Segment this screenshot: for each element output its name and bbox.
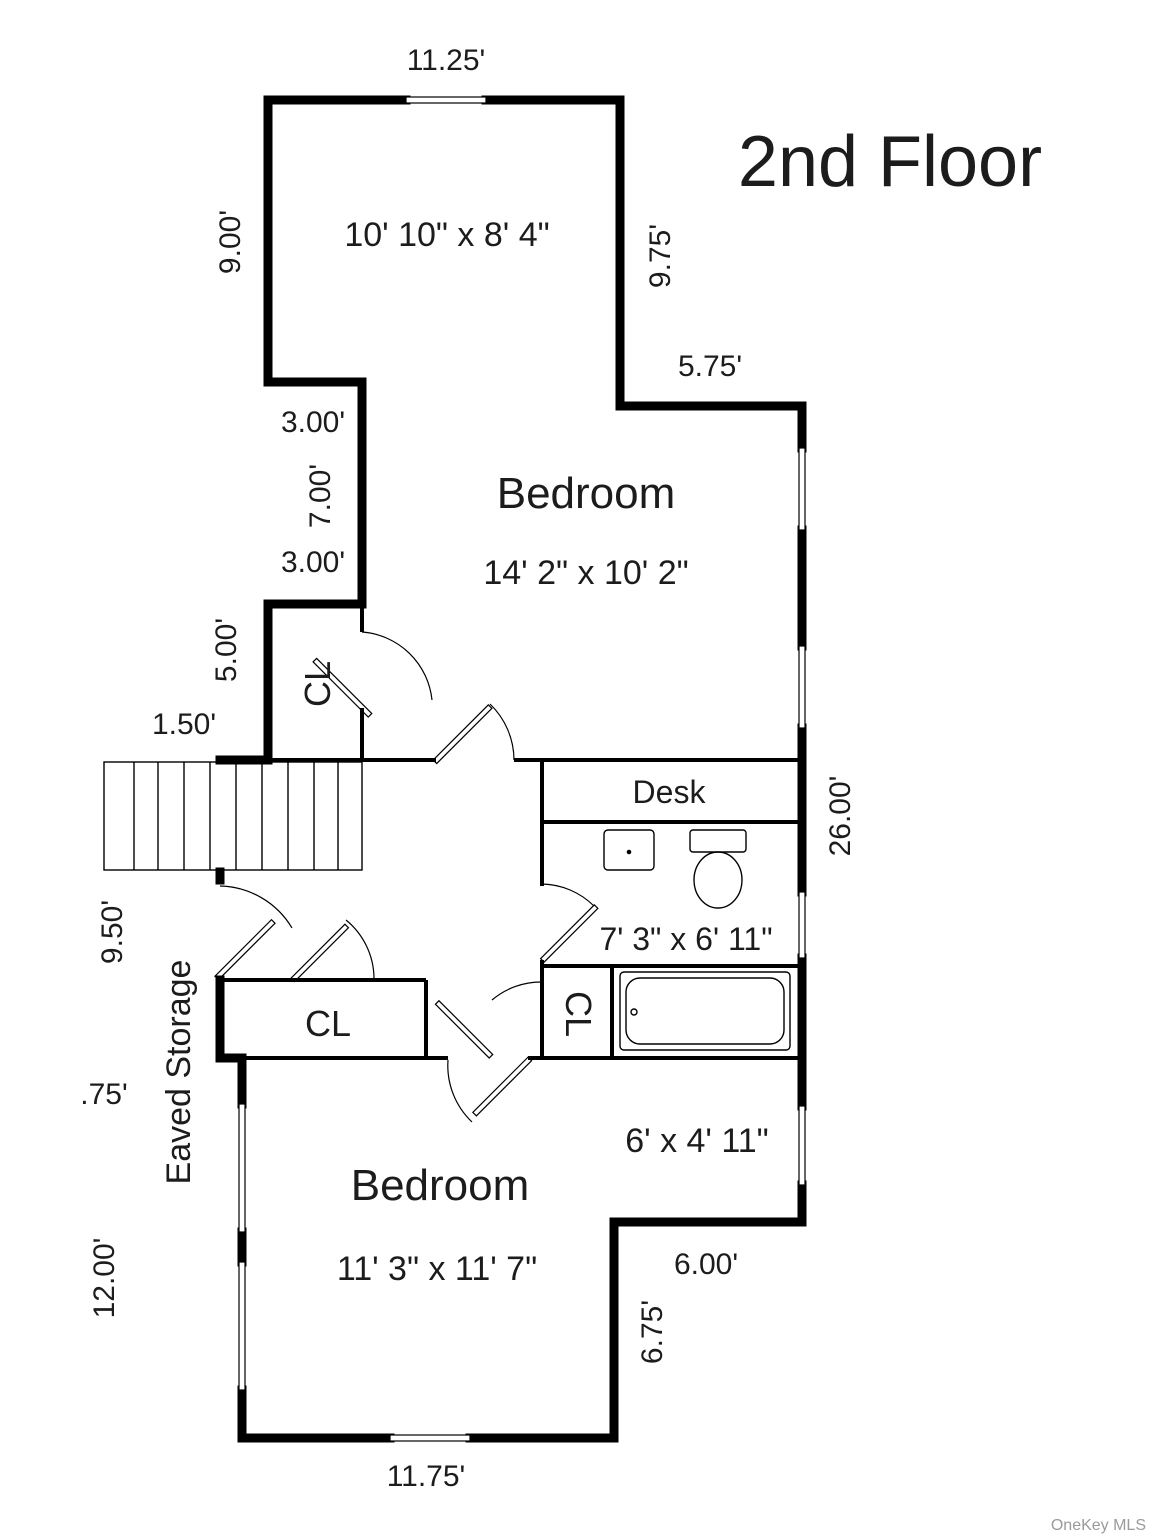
dim-closet-height: 5.00' — [210, 618, 243, 682]
windows — [238, 96, 806, 1442]
interior-walls — [220, 604, 802, 1060]
dim-eave-depth: .75' — [80, 1078, 127, 1111]
door-upper-bedroom — [432, 703, 515, 765]
window-left-2 — [238, 1261, 246, 1391]
upper-bedroom-size: 14' 2" x 10' 2" — [483, 554, 688, 592]
dim-lower-left-height: 12.00' — [88, 1238, 121, 1319]
upper-bedroom-name: Bedroom — [497, 469, 676, 518]
dim-left-jog-top: 3.00' — [281, 406, 345, 439]
wall-top — [215, 95, 411, 765]
dim-lower-right-height: 6.75' — [636, 1300, 669, 1364]
dim-lower-right-step: 6.00' — [674, 1248, 738, 1281]
dim-bottom-width: 11.75' — [387, 1460, 466, 1493]
window-left-1 — [238, 1103, 246, 1233]
door-bath — [539, 883, 599, 963]
window-right-2 — [798, 645, 806, 729]
wall-top-right — [481, 95, 807, 453]
door-lower-bedroom — [447, 1056, 533, 1123]
bath-size: 7' 3" x 6' 11" — [599, 921, 772, 957]
door-stair-storage — [214, 885, 293, 981]
dim-overall-length: 26.00' — [824, 776, 857, 857]
lower-bedroom-name: Bedroom — [351, 1161, 530, 1210]
upper-alcove-size: 10' 10" x 8' 4" — [344, 216, 549, 254]
toilet-bowl — [693, 851, 743, 909]
door-upper-closet — [312, 631, 433, 718]
wall-left-lower-2 — [215, 975, 247, 1109]
toilet-tank — [689, 829, 747, 853]
lower-alcove-size: 6' x 4' 11" — [625, 1122, 769, 1160]
dim-left-jog-height: 7.00' — [304, 464, 337, 528]
window-right-1 — [798, 447, 806, 531]
tub-drain — [630, 1008, 638, 1016]
doors — [214, 631, 599, 1123]
window-top — [405, 96, 487, 104]
bathtub — [619, 971, 791, 1051]
bath-fixtures — [603, 829, 791, 1051]
desk-label: Desk — [633, 774, 707, 810]
door-bath-closet — [434, 981, 543, 1059]
bath-closet-label: CL — [558, 991, 599, 1037]
wall-bottom-left — [237, 1385, 395, 1443]
dim-upper-right-height: 9.75' — [644, 224, 677, 288]
eaved-storage-label: Eaved Storage — [160, 960, 198, 1185]
dim-upper-left-height: 9.00' — [214, 210, 247, 274]
stairs — [103, 761, 363, 871]
wall-right-4 — [465, 1180, 807, 1443]
sink — [603, 829, 655, 871]
exterior-walls — [215, 95, 807, 1443]
dim-stair-width: 1.50' — [152, 708, 216, 741]
floor-title: 2nd Floor — [738, 122, 1042, 202]
lower-closet-label: CL — [305, 1003, 351, 1044]
window-bottom — [389, 1434, 471, 1442]
dim-left-jog-bottom: 3.00' — [281, 546, 345, 579]
dim-hall-height: 9.50' — [96, 900, 129, 964]
lower-bedroom-size: 11' 3" x 11' 7" — [337, 1250, 537, 1288]
window-right-3 — [798, 891, 806, 959]
dim-top-width: 11.25' — [407, 44, 486, 77]
window-right-4 — [798, 1105, 806, 1186]
door-lower-closet — [290, 919, 375, 983]
dim-upper-right-step: 5.75' — [678, 350, 742, 383]
upper-closet-label: CL — [297, 661, 338, 707]
watermark: OneKey MLS — [1051, 1517, 1146, 1534]
